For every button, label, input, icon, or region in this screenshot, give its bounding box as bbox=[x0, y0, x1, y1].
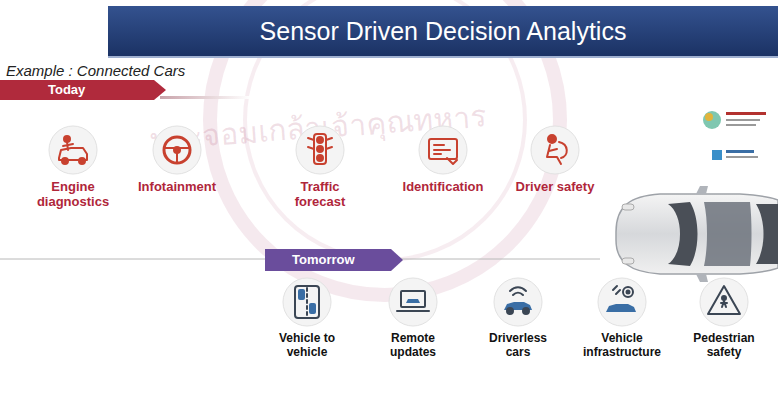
feature-icon: Pedestrian safety bbox=[686, 276, 762, 360]
feature-symbol bbox=[387, 276, 439, 328]
feature-label: Pedestrian safety bbox=[688, 332, 760, 360]
tab-rule bbox=[160, 96, 250, 99]
slide-title: Sensor Driven Decision Analytics bbox=[108, 6, 778, 56]
feature-label: Engine diagnostics bbox=[33, 180, 113, 210]
title-banner bbox=[108, 6, 778, 56]
tab-label: Today bbox=[48, 82, 85, 97]
section-tab: Tomorrow bbox=[265, 249, 403, 271]
feature-symbol bbox=[151, 124, 203, 176]
feature-icon: Engine diagnostics bbox=[31, 124, 115, 210]
feature-symbol bbox=[596, 276, 648, 328]
feature-label: Traffic forecast bbox=[284, 180, 356, 210]
tab-label: Tomorrow bbox=[292, 252, 355, 267]
feature-symbol bbox=[281, 276, 333, 328]
section-tab: Today bbox=[0, 80, 166, 100]
feature-label: Driverless cars bbox=[482, 332, 554, 360]
feature-label: Vehicle to vehicle bbox=[271, 332, 343, 360]
feature-icon: Vehicle infrastructure bbox=[574, 276, 670, 360]
feature-symbol bbox=[294, 124, 346, 176]
example-caption: Example : Connected Cars bbox=[6, 62, 185, 79]
feature-icon: Driverless cars bbox=[480, 276, 556, 360]
feature-icon: Remote updates bbox=[380, 276, 446, 360]
feature-symbol bbox=[47, 124, 99, 176]
feature-label: Vehicle infrastructure bbox=[576, 332, 668, 360]
banner-rule bbox=[108, 56, 778, 58]
feature-symbol bbox=[417, 124, 469, 176]
feature-icon: Identification bbox=[401, 124, 486, 195]
feature-symbol bbox=[492, 276, 544, 328]
feature-label: Identification bbox=[403, 180, 484, 195]
feature-icon: Vehicle to vehicle bbox=[269, 276, 345, 360]
feature-label: Remote updates bbox=[382, 332, 444, 360]
feature-symbol bbox=[698, 276, 750, 328]
feature-label: Driver safety bbox=[516, 180, 595, 195]
partner-logos bbox=[703, 111, 766, 160]
feature-label: Infotainment bbox=[138, 180, 216, 195]
feature-icon: Traffic forecast bbox=[282, 124, 358, 210]
feature-icon: Driver safety bbox=[514, 124, 597, 195]
car-illustration bbox=[616, 186, 778, 282]
feature-icon: Infotainment bbox=[136, 124, 218, 195]
feature-symbol bbox=[529, 124, 581, 176]
